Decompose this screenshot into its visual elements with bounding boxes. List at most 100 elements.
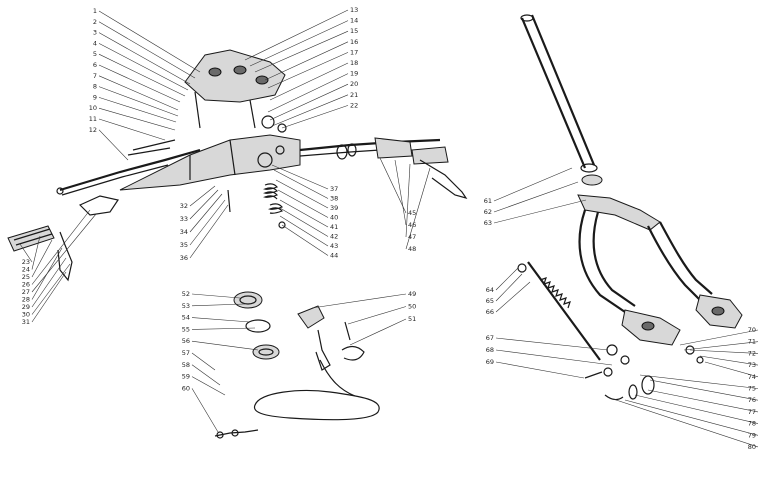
leader-line (649, 379, 758, 401)
leader-line (254, 30, 349, 73)
part-number-label: 24 (22, 266, 30, 274)
part-number-label: 47 (408, 233, 416, 241)
leader-line (98, 32, 191, 85)
leader-line (269, 83, 349, 121)
part-number-label: 42 (330, 233, 338, 241)
leader-line (31, 247, 63, 300)
part-number-label: 75 (748, 385, 756, 393)
part-number-label: 18 (350, 59, 358, 67)
leader-line (31, 209, 91, 285)
part-number-label: 30 (22, 311, 30, 319)
leader-line (98, 75, 179, 111)
handlebar-assembly (7, 49, 468, 282)
leader-line (189, 199, 226, 246)
part-number-label: 64 (486, 286, 494, 294)
part-number-label: 79 (748, 431, 756, 439)
leader-line (699, 355, 758, 366)
part-number-label: 33 (180, 215, 188, 223)
leader-line (639, 374, 758, 389)
part-number-label: 54 (182, 314, 190, 322)
part-number-label: 37 (330, 185, 338, 193)
leader-line (679, 329, 758, 346)
leader-line (98, 43, 189, 91)
cable-assembly (214, 291, 380, 439)
part-number-label: 76 (748, 396, 756, 404)
leader-line (189, 189, 219, 220)
part-number-label: 12 (89, 126, 97, 134)
leader-line (271, 164, 329, 190)
part-number-label: 22 (350, 101, 358, 109)
leader-line (405, 167, 431, 250)
leader-line (264, 41, 349, 81)
leader-line (277, 189, 329, 218)
part-number-label: 74 (748, 373, 756, 381)
part-number-label: 20 (350, 80, 358, 88)
part-number-label: 61 (484, 197, 492, 205)
part-number-label: 50 (408, 303, 416, 311)
leader-line (495, 267, 519, 291)
part-number-label: 32 (180, 202, 188, 210)
leader-line (281, 224, 329, 256)
leader-line (279, 215, 329, 247)
leader-line (493, 199, 587, 224)
part-number-label: 62 (484, 208, 492, 216)
leader-line (269, 62, 349, 101)
leader-line (191, 303, 246, 307)
part-number-label: 77 (748, 408, 756, 416)
leader-line (493, 181, 579, 213)
part-number-label: 46 (408, 221, 416, 229)
part-number-label: 80 (748, 443, 756, 451)
part-number-label: 11 (89, 115, 97, 123)
leader-line (624, 399, 758, 436)
part-number-label: 65 (486, 297, 494, 305)
part-number-label: 27 (22, 288, 30, 296)
leader-line (267, 73, 349, 113)
part-number-label: 71 (748, 338, 756, 346)
part-number-label: 66 (486, 308, 494, 316)
part-number-label: 68 (486, 346, 494, 354)
part-number-label: 52 (182, 290, 190, 298)
leader-line (191, 317, 251, 323)
leader-line (495, 349, 613, 366)
leader-line (191, 376, 226, 396)
leader-line (279, 207, 329, 237)
leader-line (191, 352, 216, 371)
part-number-label: 6 (93, 61, 97, 69)
leader-line (249, 20, 349, 67)
part-number-label: 60 (182, 384, 190, 392)
part-number-label: 15 (350, 27, 358, 35)
leader-line (31, 271, 67, 323)
part-number-label: 25 (22, 273, 30, 281)
leader-line (98, 64, 181, 103)
part-number-label: 10 (89, 104, 97, 112)
leader-line (271, 94, 349, 127)
leader-line (31, 257, 67, 308)
leader-line (98, 107, 176, 131)
leader-line (689, 349, 758, 354)
leader-line (634, 394, 758, 424)
part-number-label: 43 (330, 242, 338, 250)
part-number-label: 70 (748, 326, 756, 334)
leader-line (191, 364, 221, 386)
part-number-label: 57 (182, 349, 190, 357)
part-number-label: 78 (748, 420, 756, 428)
part-number-label: 55 (182, 325, 190, 333)
part-number-label: 7 (93, 72, 97, 80)
leader-line (98, 21, 196, 79)
leader-line (405, 163, 411, 238)
leader-line (347, 306, 407, 325)
leader-line (191, 340, 259, 351)
part-number-label: 5 (93, 50, 97, 58)
leader-line (394, 159, 407, 226)
part-number-label: 51 (408, 315, 416, 323)
leader-line (98, 118, 166, 141)
leader-line (683, 341, 758, 351)
leader-line (98, 129, 129, 161)
leader-line (31, 235, 41, 270)
part-number-label: 40 (330, 214, 338, 222)
part-number-label: 63 (484, 219, 492, 227)
leader-line (349, 318, 407, 346)
leader-line (495, 361, 585, 379)
leader-line (267, 52, 349, 89)
